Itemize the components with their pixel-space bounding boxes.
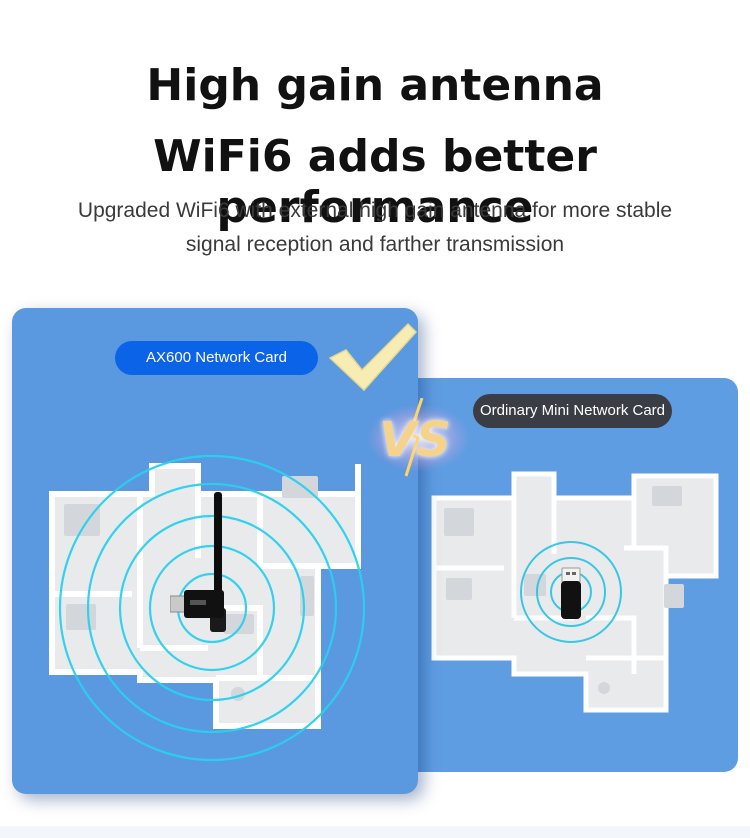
subtitle-line-2: signal reception and farther transmissio… xyxy=(185,233,565,256)
headline-line-2: WiFi6 adds better performance xyxy=(153,131,597,233)
ax600-card-panel xyxy=(12,308,418,794)
vs-text: VS xyxy=(379,412,451,468)
bottom-divider xyxy=(0,826,750,838)
usb-adapter-with-antenna xyxy=(170,492,226,632)
mini-usb-adapter xyxy=(561,567,581,619)
checkmark-icon xyxy=(328,322,418,392)
ordinary-card-label: Ordinary Mini Network Card xyxy=(473,394,672,428)
vs-badge: VS xyxy=(360,398,470,478)
headline-line-1: High gain antenna xyxy=(146,60,604,111)
subtitle-line-1: Upgraded WiFi6 with external high gain a… xyxy=(77,199,673,222)
ax600-card-label: AX600 Network Card xyxy=(115,341,318,375)
